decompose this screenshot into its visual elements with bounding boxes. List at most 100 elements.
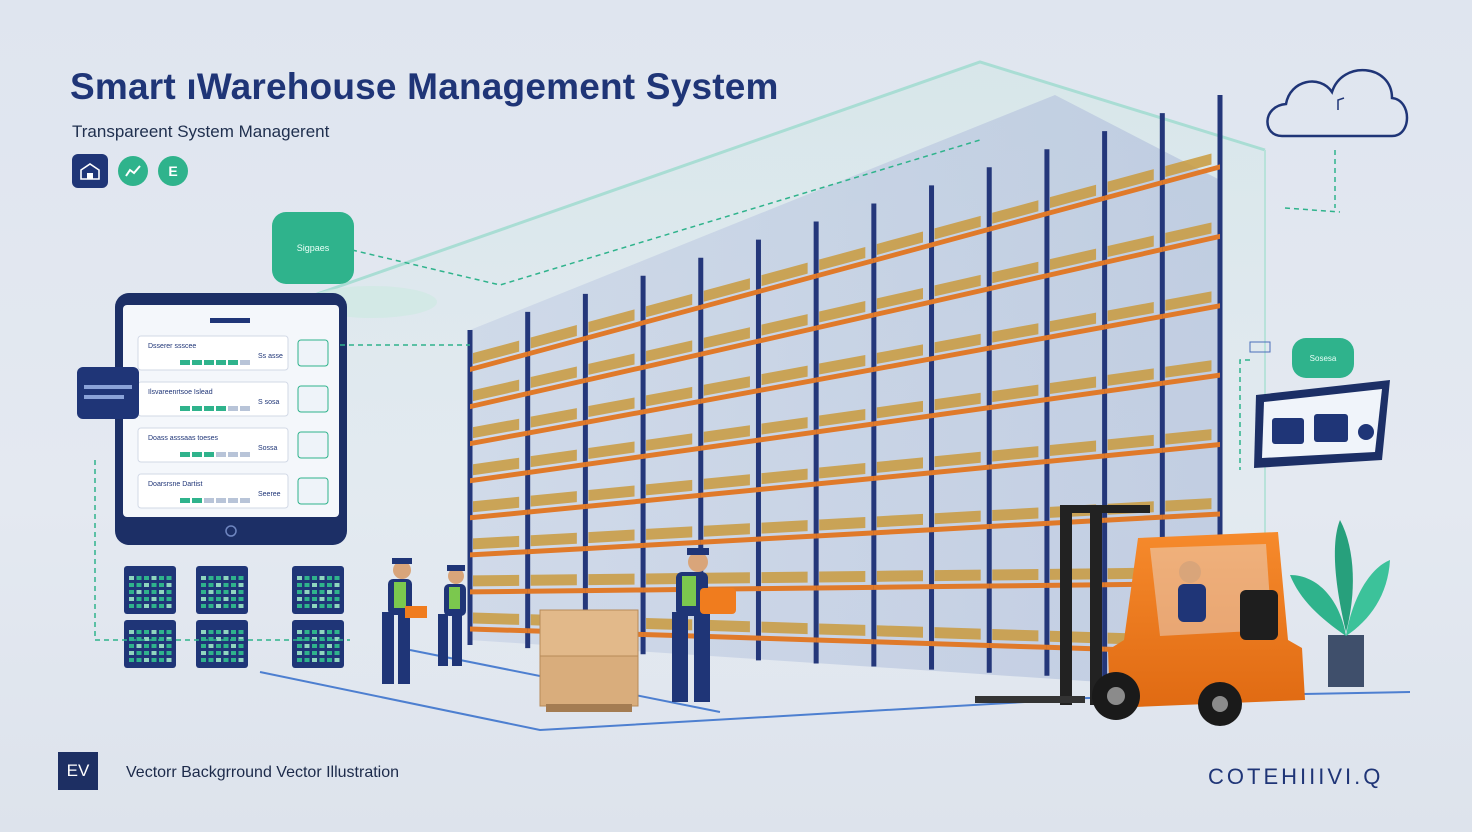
crate bbox=[530, 491, 577, 507]
crate bbox=[819, 516, 866, 531]
crate bbox=[876, 625, 923, 638]
crate bbox=[530, 449, 577, 468]
rack-beam bbox=[585, 453, 644, 467]
dashboard-row-label: Dsserer ssscee bbox=[148, 343, 196, 350]
rack-beam bbox=[527, 419, 586, 436]
crate bbox=[473, 496, 520, 513]
progress-segment bbox=[192, 360, 202, 365]
crate bbox=[588, 441, 635, 459]
crate bbox=[588, 353, 635, 375]
storage-racks bbox=[467, 95, 1223, 690]
crate bbox=[588, 529, 635, 544]
dashboard-row-badge bbox=[297, 339, 329, 367]
chart-icon bbox=[118, 156, 148, 186]
dashboard-row-value: Seeree bbox=[258, 491, 281, 498]
progress-segment bbox=[204, 498, 214, 503]
crate bbox=[1107, 368, 1154, 386]
data-panel bbox=[124, 566, 176, 614]
dashboard-row bbox=[137, 335, 289, 371]
progress-segment bbox=[180, 360, 190, 365]
rack-beam bbox=[931, 405, 990, 419]
rack-beam bbox=[527, 546, 586, 555]
crate bbox=[1049, 630, 1097, 644]
crate bbox=[1165, 291, 1212, 311]
crate bbox=[646, 433, 693, 451]
crate bbox=[934, 451, 981, 468]
rack-beam bbox=[931, 464, 990, 476]
crate bbox=[761, 520, 808, 534]
rack-beam bbox=[873, 356, 932, 372]
rack-beam bbox=[989, 211, 1047, 232]
rack-beam bbox=[989, 458, 1047, 470]
crate bbox=[588, 573, 635, 586]
brand-name: COTEHIIIVI.Q bbox=[1208, 764, 1384, 789]
crate bbox=[761, 314, 808, 336]
crate bbox=[646, 386, 693, 407]
rack-beam bbox=[1046, 388, 1105, 403]
crate bbox=[473, 379, 520, 402]
tablet-right bbox=[1249, 341, 1390, 468]
rack-beam bbox=[470, 626, 528, 634]
rack-beam bbox=[816, 530, 874, 539]
rack-beam bbox=[873, 584, 932, 590]
dashboard-row-badge bbox=[297, 477, 329, 505]
crate bbox=[1049, 312, 1097, 333]
rack-beam bbox=[470, 509, 528, 521]
crate bbox=[819, 462, 866, 479]
rack-beam bbox=[873, 527, 932, 536]
rack-beam bbox=[989, 397, 1047, 411]
crate bbox=[992, 507, 1039, 522]
rack-beam bbox=[816, 257, 874, 279]
cloud-icon bbox=[1266, 68, 1409, 138]
crate bbox=[588, 309, 635, 333]
rack-beam bbox=[758, 585, 817, 592]
rack-beam bbox=[585, 320, 644, 341]
crate bbox=[646, 479, 693, 496]
crate bbox=[530, 366, 577, 389]
crate bbox=[1049, 376, 1097, 395]
data-panel bbox=[292, 620, 344, 668]
dashboard-row bbox=[137, 473, 289, 509]
crate bbox=[761, 571, 808, 584]
rack-beam bbox=[585, 587, 644, 594]
crate bbox=[992, 446, 1039, 462]
crate bbox=[992, 628, 1039, 642]
rack-beam bbox=[816, 312, 874, 331]
dashboard-row-label: Ilsvareenrtsoe Islead bbox=[148, 389, 213, 396]
progress-segment bbox=[180, 498, 190, 503]
crate bbox=[1165, 360, 1212, 378]
dashboard-row-value: Sossa bbox=[258, 445, 278, 452]
progress-segment bbox=[192, 452, 202, 457]
rack-beam bbox=[758, 429, 817, 443]
dashboard-row-badge bbox=[297, 385, 329, 413]
crate bbox=[934, 510, 981, 525]
crate bbox=[819, 409, 866, 427]
rack-beam bbox=[931, 226, 990, 248]
rack-beam bbox=[700, 388, 759, 404]
crate bbox=[1165, 222, 1212, 244]
progress-segment bbox=[192, 406, 202, 411]
rack-beam bbox=[527, 504, 586, 515]
rack-beam bbox=[873, 242, 932, 263]
crate bbox=[876, 400, 923, 419]
crate bbox=[703, 474, 750, 490]
rack-beam bbox=[1162, 511, 1220, 520]
worker-1 bbox=[382, 558, 427, 684]
crate bbox=[473, 418, 520, 439]
chat-bubble-right: Sosesa bbox=[1292, 338, 1354, 378]
crate bbox=[992, 384, 1039, 403]
rack-beam bbox=[931, 286, 990, 305]
rack-beam bbox=[931, 345, 990, 362]
info-card-left bbox=[77, 367, 139, 419]
crate bbox=[876, 344, 923, 364]
crate bbox=[530, 574, 577, 586]
rack-beam bbox=[470, 588, 528, 595]
rack-beam bbox=[643, 492, 701, 504]
crate bbox=[703, 619, 750, 633]
dashboard-row bbox=[137, 427, 289, 463]
cardboard-boxes bbox=[539, 609, 639, 712]
crate bbox=[761, 621, 808, 635]
rack-beam bbox=[931, 583, 990, 590]
warehouse-icon bbox=[72, 154, 108, 188]
crate bbox=[934, 627, 981, 640]
